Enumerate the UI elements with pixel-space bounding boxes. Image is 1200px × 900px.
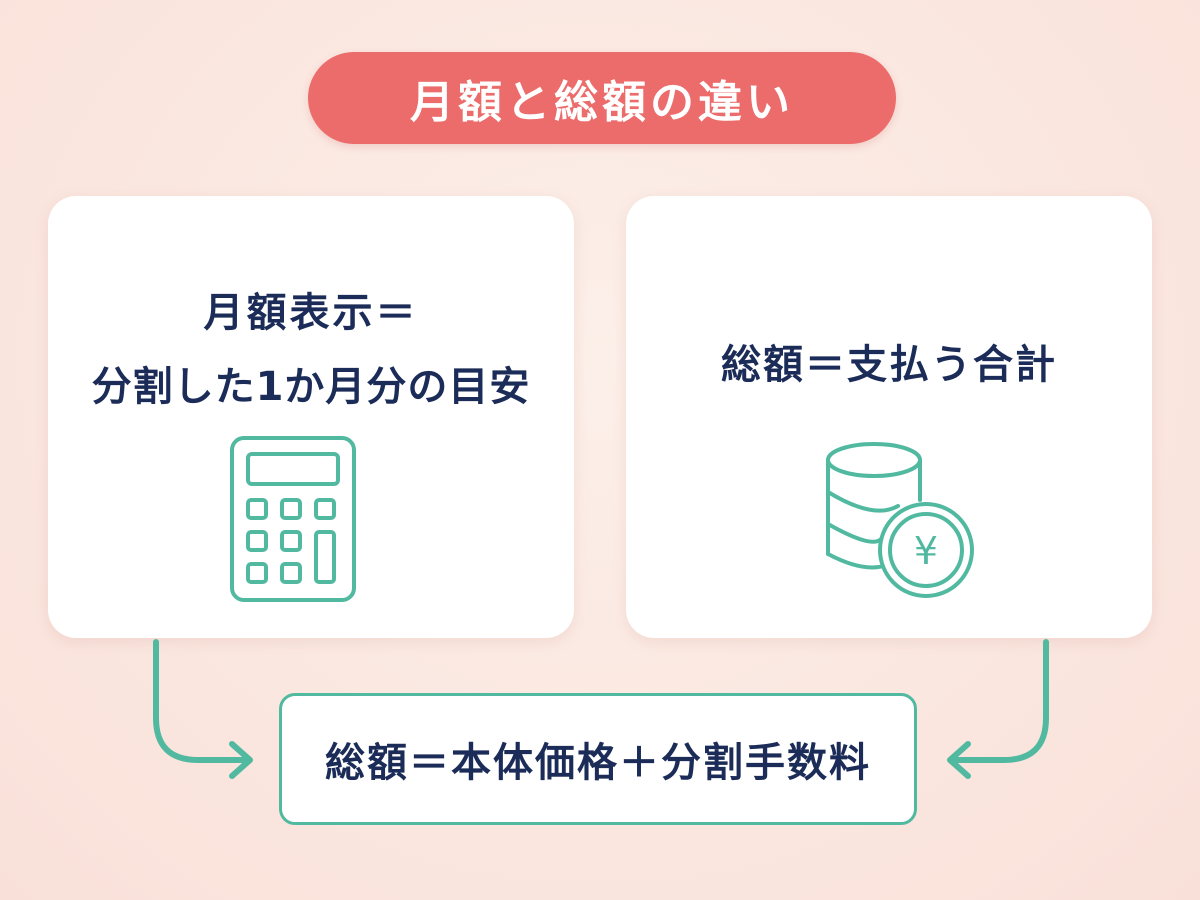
diagram-title: 月額と総額の違い (410, 77, 794, 128)
monthly-card: 月額表示＝ 分割した1か月分の目安 (48, 196, 574, 638)
right-arrow-head (947, 741, 971, 779)
total-heading: 総額＝支払う合計 (721, 342, 1057, 388)
title-pill: 月額と総額の違い (308, 52, 896, 144)
yen-symbol: ¥ (914, 529, 938, 573)
formula-box: 総額＝本体価格＋分割手数料 (279, 693, 917, 825)
left-arrow-head (229, 741, 253, 779)
right-connector-line (949, 639, 1049, 763)
total-card: 総額＝支払う合計 ¥ (626, 196, 1152, 638)
monthly-description: 分割した1か月分の目安 (91, 364, 531, 410)
left-connector-line (153, 639, 249, 763)
monthly-heading: 月額表示＝ (203, 290, 419, 336)
yen-coin-stack-icon: ¥ (826, 442, 974, 598)
formula-text: 総額＝本体価格＋分割手数料 (325, 740, 871, 786)
calculator-icon (230, 436, 356, 602)
